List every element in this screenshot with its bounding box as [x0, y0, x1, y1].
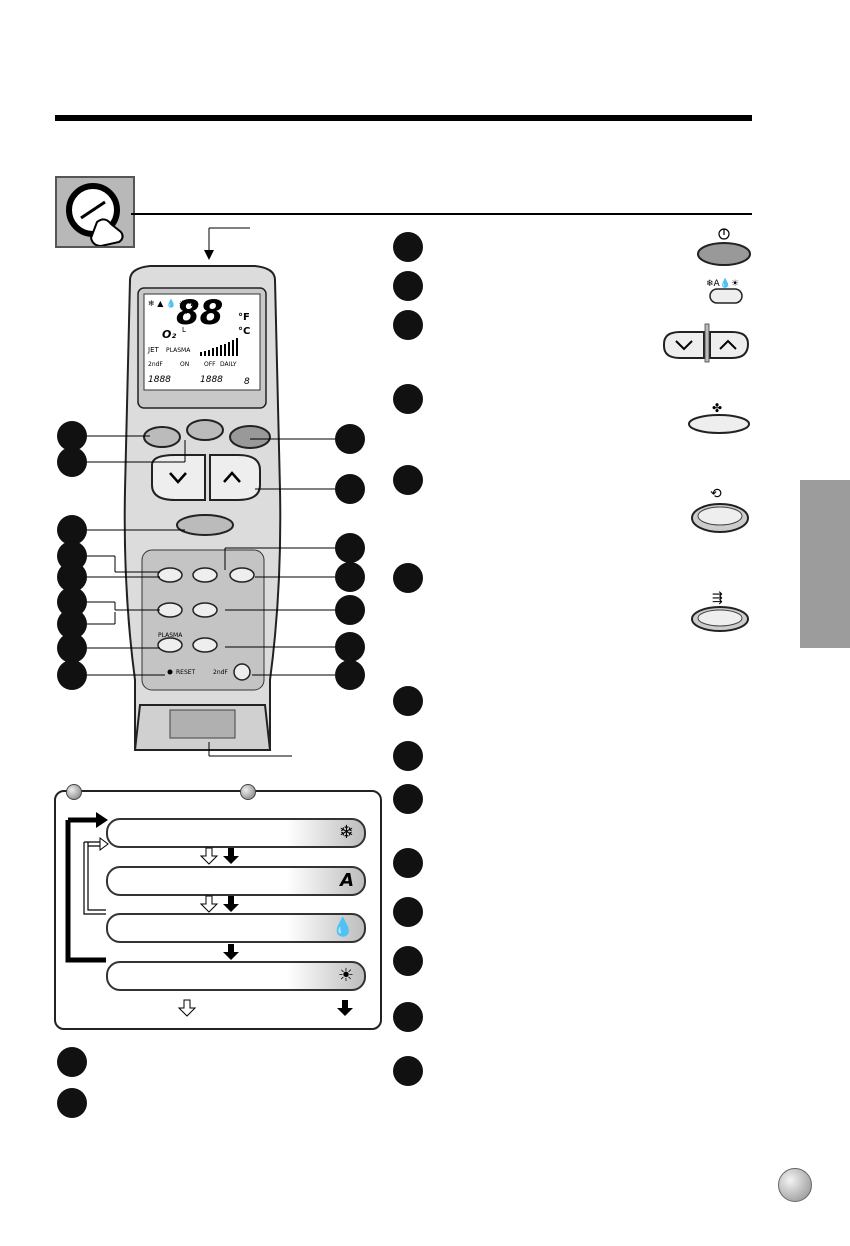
lcd-mode-icons: ❄ ▲ 💧 ☀ ✢	[148, 298, 195, 308]
temp-down-button[interactable]	[151, 454, 206, 501]
callout-badge	[57, 660, 87, 690]
chevron-down-icon	[169, 472, 187, 484]
fan-speed-button[interactable]	[176, 514, 234, 536]
step-badge	[393, 946, 423, 976]
drop-icon: 💧	[331, 917, 354, 938]
sun-icon: ☀	[337, 965, 354, 986]
callout-badge	[335, 660, 365, 690]
mode-icons: ❄A💧☀	[706, 277, 739, 289]
power-button-illustration	[697, 228, 751, 266]
callout-badge	[57, 633, 87, 663]
diagram-dot	[240, 784, 256, 800]
sleep-button[interactable]	[192, 567, 218, 583]
auto-icon: A	[340, 870, 354, 891]
mode-button[interactable]	[157, 567, 183, 583]
lcd-o2: O₂	[162, 328, 176, 341]
step-badge	[393, 271, 423, 301]
flow-arrows	[65, 812, 353, 1017]
plasma-label: PLASMA	[158, 632, 183, 639]
mode-cycle-diagram: ❄ A 💧 ☀	[54, 784, 382, 1030]
section-icon-box	[55, 176, 135, 248]
callout-badge	[335, 474, 365, 504]
second-f-button[interactable]	[233, 663, 251, 681]
section-rule	[131, 213, 752, 215]
step-badge	[393, 232, 423, 262]
fan-button-illustration: ✤	[688, 401, 750, 434]
lcd-daily: DAILY	[220, 361, 237, 368]
snowflake-icon: ❄	[338, 822, 354, 843]
lcd-jet: JET	[147, 346, 159, 354]
lcd-plasma: PLASMA	[166, 347, 191, 354]
note-badge	[57, 1088, 87, 1118]
lcd-unit-c: °C	[238, 326, 250, 337]
chevron-down-icon	[675, 340, 693, 351]
mode-cool-bar: ❄	[106, 818, 366, 848]
step-badge	[393, 465, 423, 495]
step-badge	[393, 563, 423, 593]
swing-icon: ⟲	[710, 486, 722, 502]
lcd-2ndf: 2ndF	[148, 361, 163, 368]
remote-control-illustration: ❄ ▲ 💧 ☀ ✢ 88 °F °C H L O₂ JET PLASMA 2nd…	[123, 265, 282, 751]
step-badge	[393, 784, 423, 814]
mode-auto-bar: A	[106, 866, 366, 896]
callout-badge	[335, 533, 365, 563]
lcd-temp-digits: 88	[176, 293, 223, 333]
timer-button[interactable]	[229, 567, 255, 583]
callout-badge	[335, 595, 365, 625]
lcd-h: H	[182, 308, 187, 316]
diagram-dot	[66, 784, 82, 800]
pointing-hand-icon	[66, 183, 124, 248]
step-badge	[393, 384, 423, 414]
jet-icon: ⇶	[712, 591, 723, 606]
step-badge	[393, 1002, 423, 1032]
lcd-fan-bars	[200, 338, 238, 356]
chevron-up-icon	[719, 339, 737, 350]
page-number-dot	[778, 1168, 812, 1202]
step-badge	[393, 310, 423, 340]
lower-button-panel	[141, 549, 265, 691]
cover-window	[169, 709, 236, 739]
fan-icon: ✤	[712, 401, 722, 415]
callout-badge	[57, 447, 87, 477]
step-badge	[393, 848, 423, 878]
second-f-label: 2ndF	[213, 669, 228, 676]
mode-dry-bar: 💧	[106, 913, 366, 943]
lcd-unit-f: °F	[238, 312, 250, 323]
lcd-on: ON	[180, 361, 189, 368]
swing-button[interactable]	[143, 426, 181, 448]
callout-badge	[335, 562, 365, 592]
temp-buttons-illustration	[663, 323, 750, 363]
lcd-time-off: 1888	[200, 375, 223, 385]
top-rule	[55, 115, 752, 121]
swing-button-illustration: ⟲	[691, 486, 749, 533]
power-button[interactable]	[229, 425, 271, 449]
lcd-off: OFF	[204, 361, 216, 368]
lcd-l: L	[182, 326, 186, 334]
reset-hole[interactable]	[167, 669, 173, 675]
step-badge	[393, 686, 423, 716]
callout-badge	[57, 421, 87, 451]
chapter-tab	[800, 480, 850, 648]
jet-button[interactable]	[186, 419, 224, 441]
chevron-up-icon	[223, 471, 241, 483]
step-badge	[393, 1056, 423, 1086]
callout-badge	[335, 632, 365, 662]
timer-up-button[interactable]	[192, 602, 218, 618]
callout-badge	[335, 424, 365, 454]
jet-button-illustration: ⇶	[691, 591, 749, 632]
plasma-button[interactable]	[157, 637, 183, 653]
callout-badge	[57, 515, 87, 545]
lcd-hours: 8	[244, 377, 250, 387]
note-badge	[57, 1047, 87, 1077]
lcd-time-on: 1888	[148, 375, 171, 385]
room-temp-button[interactable]	[192, 637, 218, 653]
mode-button-illustration: ❄A💧☀	[706, 277, 743, 304]
lcd-screen	[143, 293, 261, 391]
mode-heat-bar: ☀	[106, 961, 366, 991]
step-badge	[393, 741, 423, 771]
reset-label: RESET	[176, 669, 196, 676]
step-badge	[393, 897, 423, 927]
